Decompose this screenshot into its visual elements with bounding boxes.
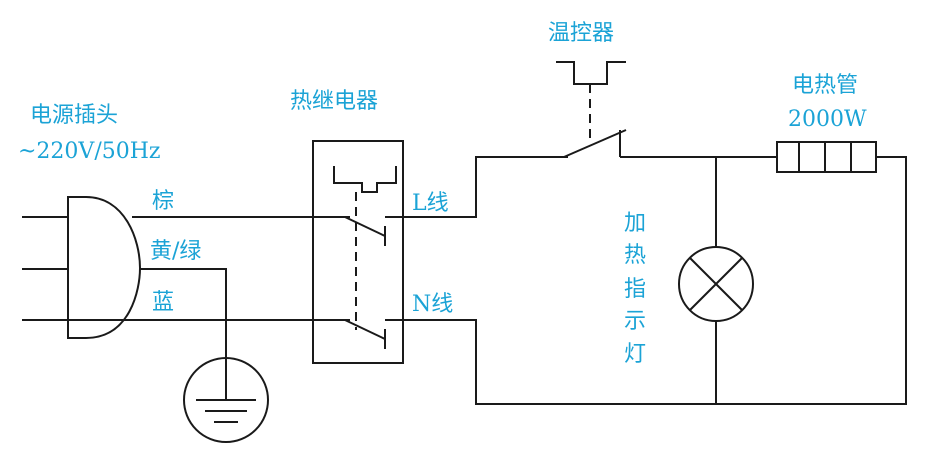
thermostat bbox=[556, 61, 627, 158]
neutral-line-label: N线 bbox=[412, 292, 453, 317]
svg-text:热: 热 bbox=[624, 243, 646, 268]
indicator-lamp-label: 加 热 指 示 灯 bbox=[624, 211, 646, 367]
wire-live bbox=[403, 156, 568, 218]
thermal-relay bbox=[312, 140, 404, 364]
wire-yellow-green bbox=[140, 268, 227, 400]
svg-text:加: 加 bbox=[624, 211, 646, 236]
plug-voltage-label: ~220V/50Hz bbox=[18, 139, 161, 164]
plug-body bbox=[67, 196, 142, 339]
heater-label: 电热管 bbox=[792, 73, 858, 98]
svg-text:指: 指 bbox=[624, 277, 646, 302]
svg-text:示: 示 bbox=[624, 309, 646, 334]
thermostat-label: 温控器 bbox=[548, 21, 614, 46]
power-plug bbox=[22, 196, 142, 339]
heater-tube bbox=[776, 141, 877, 173]
wire-yellow-green-label: 黄/绿 bbox=[150, 239, 201, 264]
wire-brown-label: 棕 bbox=[152, 189, 174, 214]
live-line-label: L线 bbox=[412, 191, 449, 216]
plug-label: 电源插头 bbox=[30, 103, 118, 128]
ground-symbol bbox=[183, 357, 269, 443]
indicator-lamp bbox=[678, 246, 754, 322]
wire-neutral-return bbox=[403, 156, 907, 405]
relay-box bbox=[312, 140, 404, 364]
svg-text:灯: 灯 bbox=[624, 342, 646, 367]
heater-power-label: 2000W bbox=[788, 107, 867, 132]
ground-circle bbox=[183, 357, 269, 443]
relay-label: 热继电器 bbox=[290, 89, 378, 114]
wire-blue-label: 蓝 bbox=[152, 290, 174, 315]
